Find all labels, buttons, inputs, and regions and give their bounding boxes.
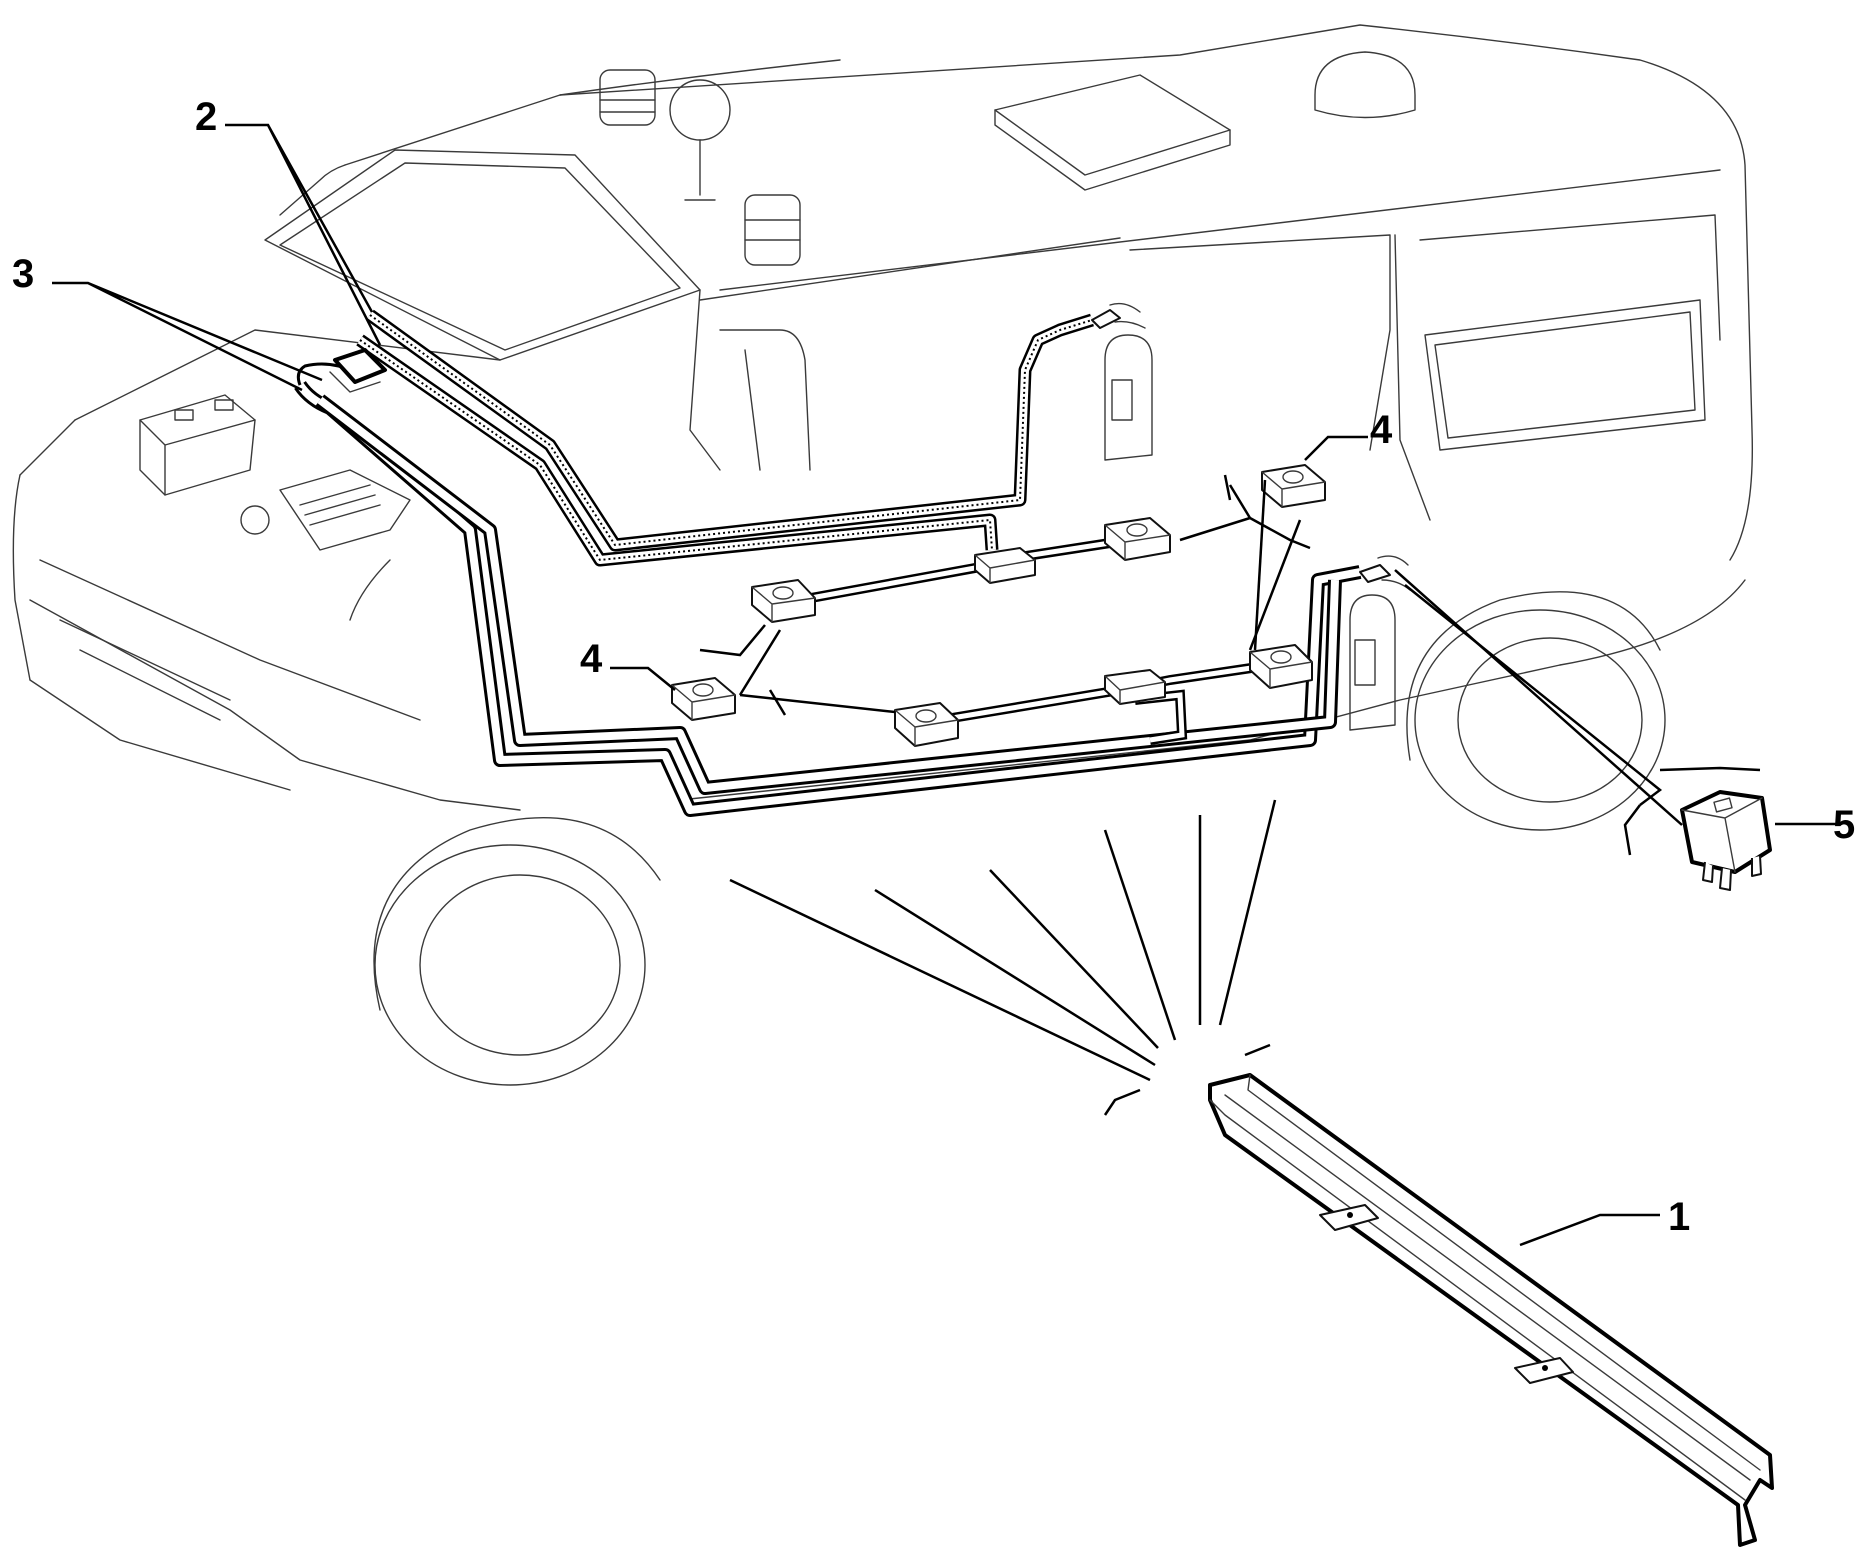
harness-junction-clip: [329, 348, 387, 393]
harness-3: [294, 362, 1411, 817]
leader-lines-4: [699, 474, 1311, 716]
harness-2: [356, 302, 1146, 567]
callout-label-1: 1: [1668, 1195, 1690, 1239]
callout-3-leader: [52, 281, 323, 392]
ladder-bar: [1208, 1073, 1774, 1547]
fire-extinguisher-upper: [1104, 334, 1153, 461]
mounting-block-right: [1261, 464, 1326, 508]
callout-label-5: 5: [1833, 803, 1855, 847]
leader-lines-1: [729, 799, 1660, 1247]
callout-label-4b: 4: [580, 637, 603, 681]
lower-mounting-rail: [894, 644, 1313, 747]
callout-label-4a: 4: [1370, 408, 1393, 452]
callout-label-2: 2: [195, 95, 217, 139]
callout-4a-leader: [1304, 435, 1368, 461]
van-body: [12, 24, 1754, 1086]
roof-equipment: [599, 51, 1416, 266]
callout-label-3: 3: [12, 252, 34, 296]
relay: [1394, 569, 1772, 891]
mounting-block-left: [671, 677, 736, 721]
callout-2-leader: [225, 123, 382, 346]
upper-mounting-rail: [751, 517, 1171, 623]
callout-4b-leader: [610, 666, 676, 691]
fire-extinguisher-lower: [1349, 594, 1396, 731]
engine-bay: [139, 394, 411, 621]
